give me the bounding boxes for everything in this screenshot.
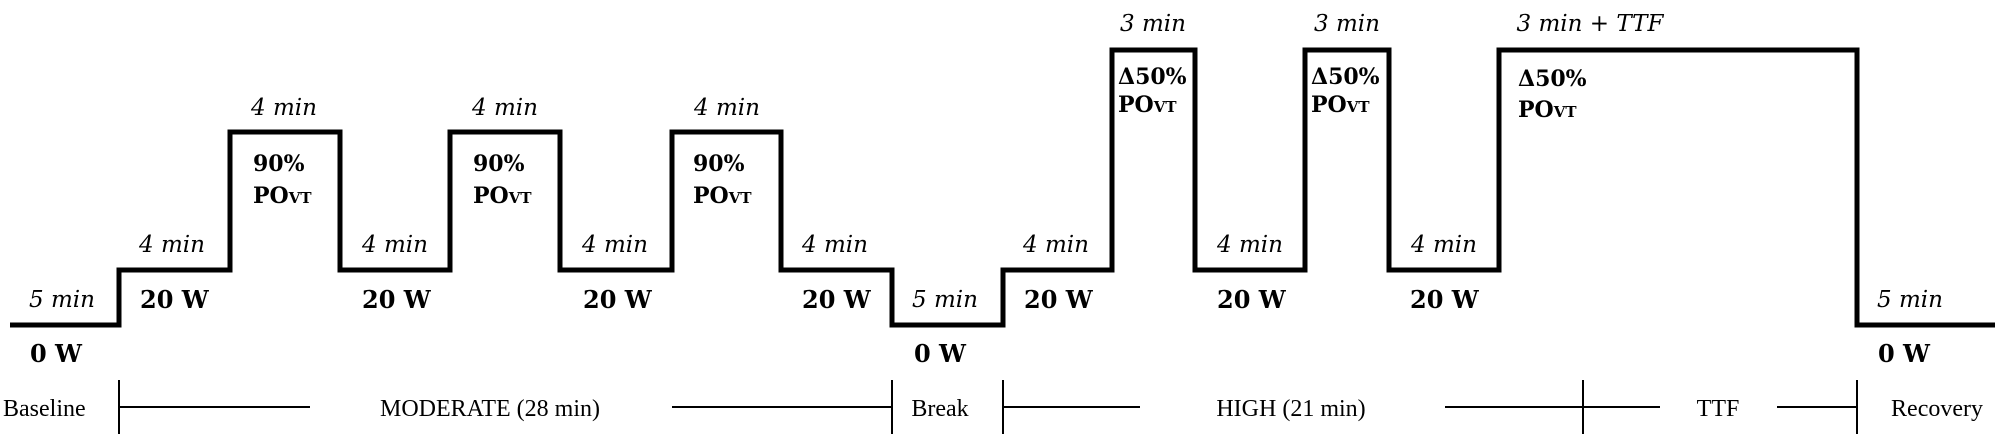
step-15: 5 min 0 W xyxy=(1877,287,1943,368)
step-0: 5 min 0 W xyxy=(29,287,95,368)
step-duration: 3 min + TTF xyxy=(1517,11,1665,37)
step-9: 4 min 20 W xyxy=(1022,232,1094,314)
step-8: 5 min 0 W xyxy=(912,287,978,368)
step-duration: 5 min xyxy=(1877,287,1943,313)
step-power: 0 W xyxy=(914,339,967,368)
step-power: 20 W xyxy=(1217,285,1287,314)
phase-label-ttf: TTF xyxy=(1697,396,1740,422)
step-power: 20 W xyxy=(802,285,872,314)
step-power-unit: POVT xyxy=(1311,92,1370,118)
step-13: 4 min 20 W xyxy=(1410,232,1480,314)
step-power-unit: POVT xyxy=(693,183,752,209)
step-power-unit: POVT xyxy=(473,183,532,209)
phase-label-moderate: MODERATE (28 min) xyxy=(380,396,600,422)
step-1: 4 min 20 W xyxy=(138,232,210,314)
step-power: 0 W xyxy=(30,339,83,368)
step-power: Δ50% xyxy=(1518,66,1587,92)
step-duration: 5 min xyxy=(29,287,95,313)
step-duration: 4 min xyxy=(801,232,868,258)
step-duration: 4 min xyxy=(581,232,648,258)
step-duration: 4 min xyxy=(138,232,205,258)
step-11: 4 min 20 W xyxy=(1216,232,1287,314)
step-power: 20 W xyxy=(140,285,210,314)
phase-label-recovery: Recovery xyxy=(1891,396,1983,422)
step-duration: 4 min xyxy=(1216,232,1283,258)
step-4: 4 min 90% POVT xyxy=(471,95,538,209)
step-duration: 4 min xyxy=(250,95,317,121)
step-power-unit: POVT xyxy=(253,183,312,209)
step-5: 4 min 20 W xyxy=(581,232,653,314)
step-14: 3 min + TTF Δ50% POVT xyxy=(1517,11,1665,123)
phase-label-break: Break xyxy=(911,396,968,422)
step-duration: 3 min xyxy=(1314,11,1380,37)
step-power-unit: POVT xyxy=(1518,97,1577,123)
step-power: Δ50% xyxy=(1118,64,1187,90)
step-10: 3 min Δ50% POVT xyxy=(1118,11,1187,118)
step-duration: 4 min xyxy=(1022,232,1089,258)
step-power: 90% xyxy=(473,151,525,177)
step-duration: 4 min xyxy=(361,232,428,258)
step-power: 20 W xyxy=(1024,285,1094,314)
step-power: 90% xyxy=(253,151,305,177)
power-step-profile xyxy=(10,47,1995,328)
step-duration: 3 min xyxy=(1120,11,1186,37)
step-duration: 5 min xyxy=(912,287,978,313)
phase-label-high: HIGH (21 min) xyxy=(1216,396,1365,422)
step-power: 20 W xyxy=(362,285,432,314)
step-power: 90% xyxy=(693,151,745,177)
step-power: 20 W xyxy=(1410,285,1480,314)
phase-timeline: Baseline MODERATE (28 min) Break HIGH (2… xyxy=(3,380,1983,434)
step-duration: 4 min xyxy=(693,95,760,121)
step-power: Δ50% xyxy=(1311,64,1380,90)
step-3: 4 min 20 W xyxy=(361,232,432,314)
step-6: 4 min 90% POVT xyxy=(693,95,760,209)
step-12: 3 min Δ50% POVT xyxy=(1311,11,1380,118)
step-duration: 4 min xyxy=(471,95,538,121)
phase-label-baseline: Baseline xyxy=(3,396,86,422)
step-power: 0 W xyxy=(1878,339,1931,368)
step-power: 20 W xyxy=(583,285,653,314)
step-7: 4 min 20 W xyxy=(801,232,872,314)
step-power-unit: POVT xyxy=(1118,92,1177,118)
step-duration: 4 min xyxy=(1410,232,1477,258)
step-2: 4 min 90% POVT xyxy=(250,95,317,209)
